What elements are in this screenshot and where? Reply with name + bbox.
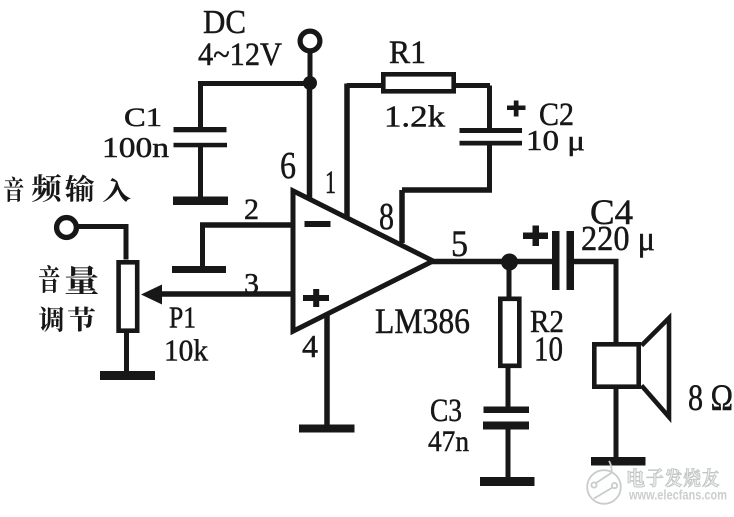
svg-text:4: 4: [302, 328, 318, 364]
svg-text:2: 2: [244, 193, 259, 226]
svg-text:C1: C1: [124, 103, 162, 132]
svg-text:C2: C2: [539, 97, 574, 133]
svg-text:P1: P1: [169, 300, 196, 335]
svg-text:4~12V: 4~12V: [198, 37, 282, 73]
svg-text:C4: C4: [590, 192, 633, 232]
svg-text:8: 8: [379, 196, 394, 238]
svg-text:1: 1: [325, 165, 336, 201]
svg-text:10: 10: [534, 330, 563, 369]
svg-text:LM386: LM386: [375, 301, 470, 341]
svg-text:10 μ: 10 μ: [526, 125, 585, 157]
svg-text:1.2k: 1.2k: [384, 99, 446, 134]
svg-text:6: 6: [280, 145, 296, 187]
svg-text:C3: C3: [430, 393, 462, 429]
svg-text:100n: 100n: [102, 132, 170, 164]
svg-text:220 μ: 220 μ: [581, 219, 655, 258]
svg-text:8 Ω: 8 Ω: [688, 378, 733, 419]
svg-text:DC: DC: [203, 4, 246, 41]
svg-text:R2: R2: [530, 303, 564, 339]
svg-text:www.elecfans.com: www.elecfans.com: [628, 488, 727, 503]
svg-text:10k: 10k: [164, 333, 208, 368]
svg-text:R1: R1: [389, 35, 426, 71]
svg-text:5: 5: [451, 224, 468, 265]
svg-text:47n: 47n: [428, 425, 469, 458]
svg-text:3: 3: [244, 268, 259, 300]
